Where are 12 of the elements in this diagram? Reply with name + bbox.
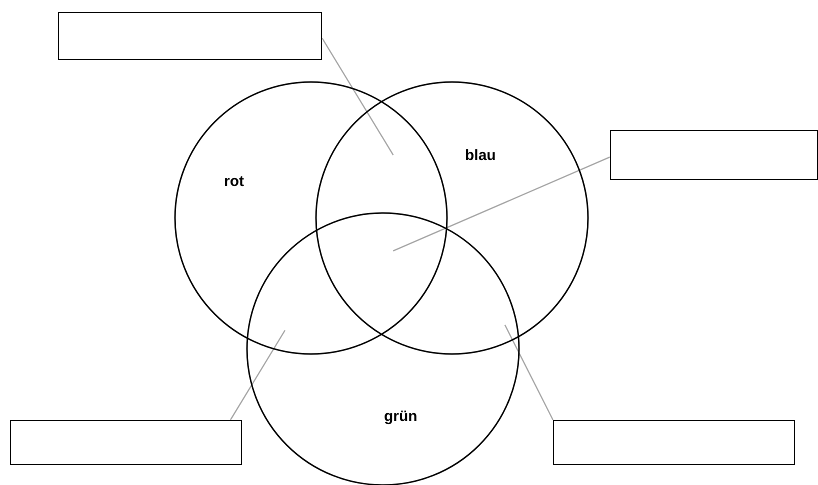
answer-box (58, 12, 322, 60)
set-label: grün (384, 408, 418, 425)
leader-line (321, 38, 394, 156)
leader-line (230, 330, 286, 420)
answer-box (610, 130, 818, 180)
answer-box (553, 420, 795, 465)
set-circle (315, 81, 589, 355)
answer-box (10, 420, 242, 465)
leader-line (504, 324, 554, 420)
set-circle (174, 81, 448, 355)
set-label: rot (224, 173, 244, 190)
set-label: blau (465, 147, 496, 164)
